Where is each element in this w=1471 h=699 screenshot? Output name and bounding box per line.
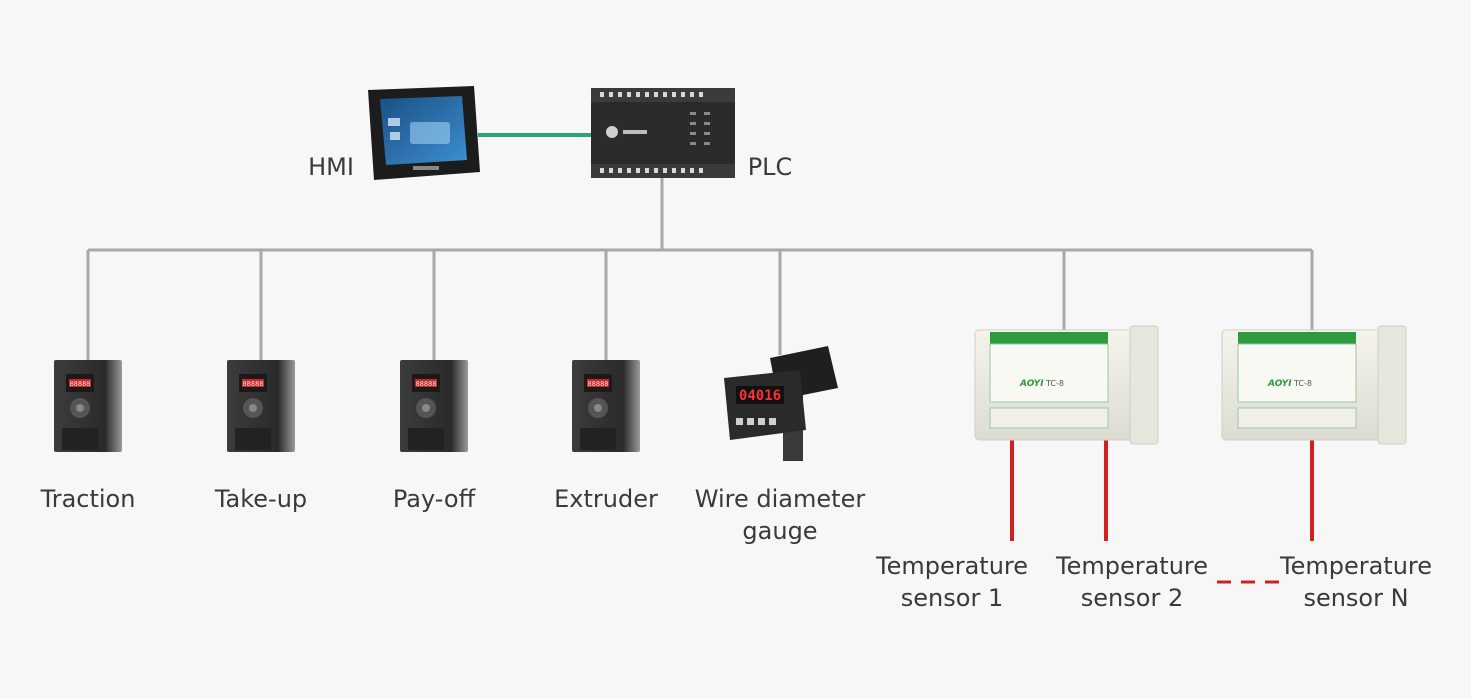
temperature-sensor-1-label-line2: sensor 1: [900, 584, 1004, 612]
wire-diameter-gauge-label: Wire diameter gauge: [680, 483, 880, 547]
vfd-take-up: [227, 360, 295, 452]
wire-diameter-gauge-device: 04016: [724, 346, 838, 461]
vfd-extruder: [572, 360, 640, 452]
temperature-sensor-2-label-line2: sensor 2: [1080, 584, 1184, 612]
svg-text:TC-8: TC-8: [1045, 379, 1064, 388]
pay-off-label: Pay-off: [392, 485, 476, 513]
svg-text:AOYI: AOYI: [1019, 379, 1044, 389]
take-up-label: Take-up: [214, 485, 308, 513]
temperature-module-n: AOYI TC-8: [1221, 325, 1407, 445]
temperature-module-1: AOYI TC-8: [974, 325, 1159, 445]
temperature-sensor-n-label-line2: sensor N: [1303, 584, 1409, 612]
traction-label: Traction: [40, 485, 136, 513]
gauge-readout: 04016: [739, 388, 781, 404]
wire-diameter-gauge-label-line2: gauge: [742, 517, 818, 545]
vfd-pay-off: [400, 360, 468, 452]
temperature-sensor-n-label: Temperature sensor N: [1266, 550, 1446, 614]
temperature-sensor-1-label: Temperature sensor 1: [862, 550, 1042, 614]
extruder-label: Extruder: [554, 485, 658, 513]
hmi-label: HMI: [308, 153, 354, 181]
svg-text:AOYI: AOYI: [1267, 379, 1292, 389]
temperature-sensor-1-label-line1: Temperature: [875, 552, 1029, 580]
vfd-traction: [54, 360, 122, 452]
temperature-sensor-n-label-line1: Temperature: [1279, 552, 1433, 580]
temperature-sensor-2-label-line1: Temperature: [1055, 552, 1209, 580]
plc-label: PLC: [747, 153, 793, 181]
connection-lines: [86, 133, 1314, 584]
plc-device: [591, 88, 735, 178]
svg-text:TC-8: TC-8: [1293, 379, 1312, 388]
hmi-device: [368, 86, 480, 180]
temperature-sensor-2-label: Temperature sensor 2: [1042, 550, 1222, 614]
wire-diameter-gauge-label-line1: Wire diameter: [694, 485, 866, 513]
